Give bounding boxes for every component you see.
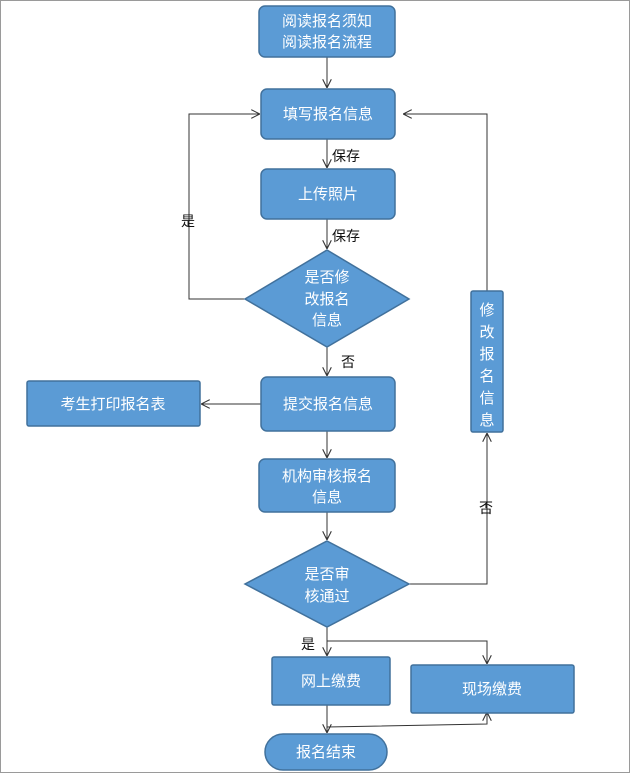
node-upload-photo-label: 上传照片 [298, 185, 358, 203]
edge-label-save-1: 保存 [332, 149, 360, 165]
node-decision-modify: 是否修 改报名 信息 [243, 249, 411, 348]
node-decision-modify-line-1: 是否修 [304, 268, 349, 286]
node-decision-modify-line-3: 信息 [312, 311, 342, 329]
node-finish: 报名结束 [264, 733, 388, 771]
node-online-pay: 网上缴费 [271, 656, 391, 706]
edge-modify-to-fill [404, 114, 488, 291]
node-read-notice-line-2: 阅读报名流程 [282, 33, 372, 51]
edge-pass-to-onsite [327, 640, 487, 663]
node-modify-info-char-6: 息 [479, 411, 494, 429]
node-decision-pass-line-2: 核通过 [304, 587, 349, 605]
node-onsite-pay: 现场缴费 [410, 664, 575, 714]
node-modify-info-char-3: 报 [479, 345, 494, 363]
node-fill-info: 填写报名信息 [260, 88, 396, 140]
node-online-pay-label: 网上缴费 [301, 672, 361, 690]
node-read-notice-line-1: 阅读报名须知 [282, 12, 372, 30]
node-read-notice: 阅读报名须知 阅读报名流程 [258, 5, 396, 58]
node-submit-info-label: 提交报名信息 [283, 395, 373, 413]
node-review-info-line-2: 信息 [312, 488, 342, 506]
node-modify-info-char-1: 修 [479, 301, 494, 319]
edge-label-yes-pass: 是 [301, 637, 315, 653]
edge-yes-back-to-fill [188, 114, 259, 300]
node-modify-info-char-4: 名 [479, 367, 494, 385]
node-review-info: 机构审核报名 信息 [258, 458, 396, 513]
node-review-info-line-1: 机构审核报名 [282, 467, 372, 485]
node-print-form-label: 考生打印报名表 [60, 395, 165, 413]
edge-label-yes-modify: 是 [181, 214, 195, 230]
node-upload-photo: 上传照片 [260, 168, 396, 220]
edge-label-no-modify: 否 [341, 355, 355, 371]
node-fill-info-label: 填写报名信息 [283, 105, 373, 123]
edge-label-no-pass: 否 [479, 501, 493, 517]
node-modify-info-char-2: 改 [479, 323, 494, 341]
edge-label-save-2: 保存 [332, 229, 360, 245]
node-decision-pass: 是否审 核通过 [243, 540, 411, 628]
node-submit-info: 提交报名信息 [260, 376, 396, 432]
node-modify-info: 修 改 报 名 信 息 [470, 290, 504, 433]
node-decision-modify-line-2: 改报名 [304, 290, 349, 308]
node-decision-pass-line-1: 是否审 [304, 565, 349, 583]
edge-onsite-to-finish [326, 713, 487, 728]
node-print-form: 考生打印报名表 [26, 380, 201, 427]
edge-no-to-modify [409, 434, 487, 585]
node-finish-label: 报名结束 [296, 743, 356, 761]
connectors [188, 57, 488, 732]
node-modify-info-char-5: 信 [479, 389, 494, 407]
node-onsite-pay-label: 现场缴费 [462, 680, 522, 698]
